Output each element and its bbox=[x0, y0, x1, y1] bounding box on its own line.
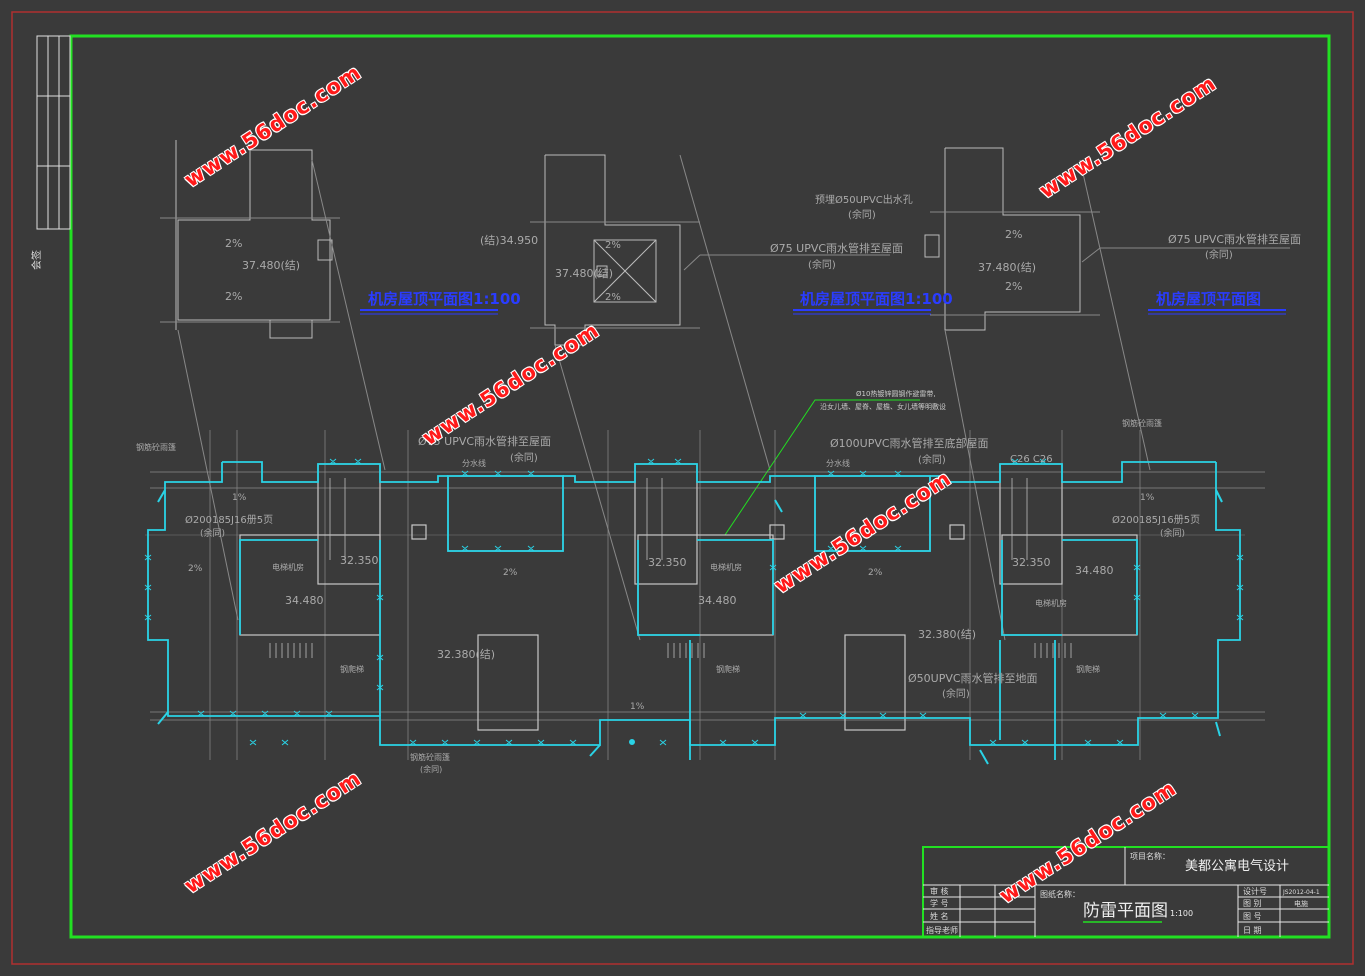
note-gutter-left: Ø200185J16册5页 bbox=[185, 514, 273, 526]
room-label-1: 电梯机房 bbox=[272, 562, 304, 572]
tb-right-value-2: 电施 bbox=[1294, 899, 1308, 908]
note-gutter-right-sub: (余同) bbox=[1160, 527, 1185, 539]
binding-strip bbox=[36, 35, 71, 230]
side-label: 会签 bbox=[30, 250, 43, 270]
roof-mid-slope-top: 2% bbox=[605, 240, 621, 251]
roof-right-slope-bot: 2% bbox=[1005, 280, 1022, 293]
title-block bbox=[922, 846, 1330, 938]
slope-1: 2% bbox=[188, 564, 203, 574]
roof-mid-title: 机房屋顶平面图1:100 bbox=[800, 290, 953, 308]
note-ladder-2: 钢爬梯 bbox=[716, 664, 740, 674]
roof-mid-level-note: (结)34.950 bbox=[480, 234, 538, 247]
note-c26: C26 C26 bbox=[1010, 454, 1053, 465]
slope-5: 1% bbox=[630, 702, 645, 712]
note-pipe-100: Ø100UPVC雨水管排至底部屋面 bbox=[830, 436, 989, 450]
room-label-2: 电梯机房 bbox=[710, 562, 742, 572]
slope-4: 2% bbox=[868, 568, 883, 578]
roof-right-elev: 37.480(结) bbox=[978, 261, 1036, 274]
conductor-leader bbox=[724, 399, 920, 536]
roof-mid-elev: 37.480(结) bbox=[555, 267, 613, 280]
slope-6: 1% bbox=[1140, 493, 1155, 503]
note-conductor-1: Ø10热镀锌圆钢作避雷带, bbox=[856, 389, 936, 398]
tb-left-row-1: 审 核 bbox=[930, 886, 949, 896]
note-pipe-75-left-sub: (余同) bbox=[510, 451, 538, 464]
tb-right-label-3: 图 号 bbox=[1243, 912, 1262, 921]
roof-left-slope-bot: 2% bbox=[225, 290, 242, 303]
note-pipe-50-bottom: Ø50UPVC雨水管排至地面 bbox=[908, 671, 1038, 685]
roof-left-title: 机房屋顶平面图1:100 bbox=[368, 290, 521, 308]
tb-left-row-4: 指导老师 bbox=[926, 925, 958, 935]
note-edge-bottom-sub: (余同) bbox=[420, 764, 442, 774]
note-gutter-right: Ø200185J16册5页 bbox=[1112, 514, 1200, 526]
tb-right-label-2: 图 别 bbox=[1243, 899, 1262, 908]
drawing-label: 图纸名称： bbox=[1040, 889, 1080, 899]
tb-left-row-2: 学 号 bbox=[930, 898, 949, 908]
note-pipe-75-left: Ø75 UPVC雨水管排至屋面 bbox=[418, 434, 551, 448]
drawing-scale: 1:100 bbox=[1170, 909, 1193, 918]
roof-plan-mid bbox=[530, 154, 771, 641]
note-pipe-50-outlet: 预埋Ø50UPVC出水孔 bbox=[815, 193, 913, 206]
note-ladder-1: 钢爬梯 bbox=[340, 664, 364, 674]
tb-right-label-1: 设计号 bbox=[1243, 886, 1267, 896]
note-gutter-left-sub: (余同) bbox=[200, 527, 225, 539]
note-pipe-75-top-right: Ø75 UPVC雨水管排至屋面 bbox=[1168, 232, 1301, 246]
elev-1: 32.350 bbox=[340, 554, 379, 567]
note-divider-1: 分水线 bbox=[462, 458, 486, 468]
roof-plan-right bbox=[924, 147, 1151, 641]
note-pipe-75-top-right-sub: (余同) bbox=[1205, 248, 1233, 261]
elev-4: 32.350 bbox=[648, 556, 687, 569]
down-arrows bbox=[157, 489, 1223, 765]
stair-treads bbox=[269, 478, 1072, 658]
note-ladder-3: 钢爬梯 bbox=[1076, 664, 1100, 674]
slope-2: 1% bbox=[232, 493, 247, 503]
project-name: 美都公寓电气设计 bbox=[1185, 858, 1289, 874]
slope-3: 2% bbox=[503, 568, 518, 578]
elev-3: 32.380(结) bbox=[437, 648, 495, 661]
conductor-markers bbox=[144, 458, 1244, 746]
elev-7: 32.350 bbox=[1012, 556, 1051, 569]
note-edge-top-right: 钢筋砼雨篷 bbox=[1122, 418, 1162, 428]
drawing-frame bbox=[69, 34, 1331, 939]
note-edge-bottom: 钢筋砼雨篷 bbox=[410, 752, 450, 762]
drawing-title: 防雷平面图 bbox=[1083, 901, 1168, 921]
roof-left-elev: 37.480(结) bbox=[242, 259, 300, 272]
note-pipe-50-outlet-sub: (余同) bbox=[848, 208, 876, 221]
note-pipe-75-top-mid-sub: (余同) bbox=[808, 258, 836, 271]
note-conductor-2: 沿女儿墙、屋脊、屋檐、女儿墙等明敷设 bbox=[820, 402, 946, 411]
room-label-3: 电梯机房 bbox=[1035, 598, 1067, 608]
elev-8: 34.480 bbox=[1075, 564, 1114, 577]
lightning-conductor bbox=[147, 461, 1241, 760]
note-pipe-50-bottom-sub: (余同) bbox=[942, 687, 970, 700]
elev-6: 32.380(结) bbox=[918, 628, 976, 641]
roof-mid-slope-bot: 2% bbox=[605, 292, 621, 303]
sheet-outer-border bbox=[11, 11, 1354, 965]
elev-2: 34.480 bbox=[285, 594, 324, 607]
roof-plan-left bbox=[160, 140, 386, 621]
note-pipe-75-top-mid: Ø75 UPVC雨水管排至屋面 bbox=[770, 241, 903, 255]
tb-left-row-3: 姓 名 bbox=[930, 911, 949, 921]
note-divider-2: 分水线 bbox=[826, 458, 850, 468]
tb-right-value-1: JS2012-04-1 bbox=[1282, 889, 1320, 896]
elev-5: 34.480 bbox=[698, 594, 737, 607]
roof-left-slope-top: 2% bbox=[225, 237, 242, 250]
note-edge-top: 钢筋砼雨篷 bbox=[136, 442, 176, 452]
project-label: 项目名称： bbox=[1130, 851, 1170, 861]
note-pipe-100-sub: (余同) bbox=[918, 453, 946, 466]
roof-right-title: 机房屋顶平面图 bbox=[1156, 290, 1261, 308]
tb-right-label-4: 日 期 bbox=[1243, 926, 1262, 935]
roof-right-slope-top: 2% bbox=[1005, 228, 1022, 241]
